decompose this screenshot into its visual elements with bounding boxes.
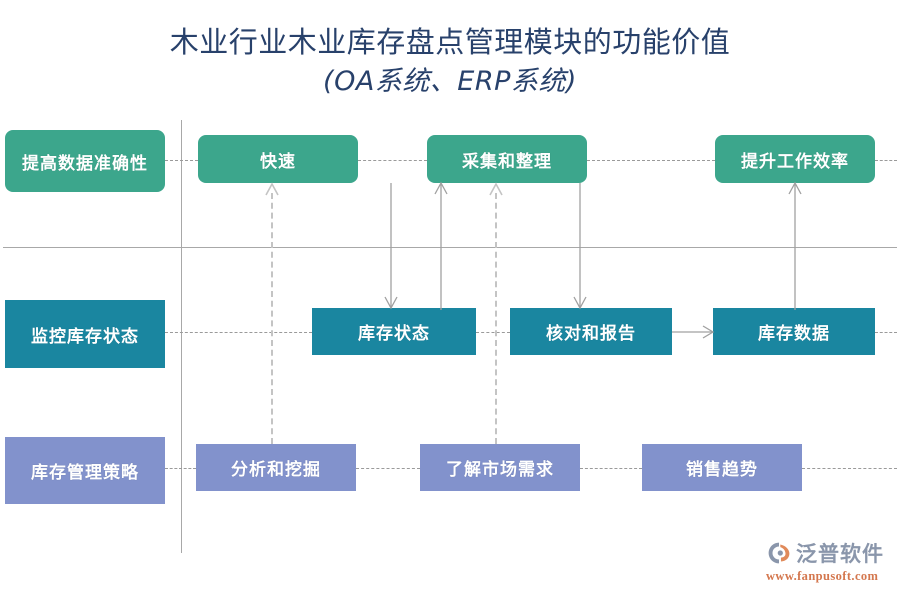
arrow-fast-to-stock-status (384, 183, 398, 310)
node-stock-data-label: 库存数据 (758, 324, 830, 344)
node-market-demand[interactable]: 了解市场需求 (420, 444, 580, 491)
connector-collect-to-efficiency (587, 160, 715, 161)
connector-stock-status-to-verify (476, 332, 510, 333)
connector-market-demand-riser (495, 193, 497, 444)
node-accuracy[interactable]: 提高数据准确性 (5, 130, 165, 192)
vertical-axis-line (181, 120, 182, 553)
connector-analysis-to-market-demand (356, 468, 420, 469)
node-stock-strategy[interactable]: 库存管理策略 (5, 437, 165, 504)
arrow-verify-to-stock-data (672, 325, 715, 339)
node-analysis[interactable]: 分析和挖掘 (196, 444, 356, 491)
arrow-collect-to-verify-report (573, 183, 587, 310)
page-title: 木业行业木业库存盘点管理模块的功能价值 (OA系统、ERP系统) (0, 22, 900, 102)
node-efficiency[interactable]: 提升工作效率 (715, 135, 875, 183)
node-stock-strategy-label: 库存管理策略 (31, 463, 139, 483)
node-analysis-label: 分析和挖掘 (231, 460, 321, 480)
node-collect[interactable]: 采集和整理 (427, 135, 587, 183)
node-accuracy-label: 提高数据准确性 (22, 153, 148, 174)
arrowhead-market-demand-to-collect (489, 182, 503, 196)
connector-stock-data-trailing (875, 332, 897, 333)
connector-monitor-to-stock-status (165, 332, 312, 333)
connector-analysis-riser (271, 193, 273, 444)
node-verify-report[interactable]: 核对和报告 (510, 308, 672, 355)
node-verify-report-label: 核对和报告 (546, 324, 636, 344)
node-stock-data[interactable]: 库存数据 (713, 308, 875, 355)
node-market-demand-label: 了解市场需求 (446, 460, 554, 480)
arrowhead-analysis-to-fast (265, 182, 279, 196)
node-collect-label: 采集和整理 (462, 151, 552, 172)
arrow-stock-data-to-efficiency (788, 181, 802, 310)
node-fast-label: 快速 (260, 151, 296, 172)
brand-name: 泛普软件 (796, 542, 884, 566)
connector-market-demand-to-sales-trend (580, 468, 642, 469)
node-monitor-status-label: 监控库存状态 (31, 326, 139, 347)
arrow-stock-status-to-collect (434, 181, 448, 310)
node-stock-status[interactable]: 库存状态 (312, 308, 476, 355)
node-efficiency-label: 提升工作效率 (741, 151, 849, 172)
brand-logo: 泛普软件 www.fanpusoft.com (766, 538, 894, 590)
connector-strategy-to-analysis (165, 468, 196, 469)
connector-sales-trend-trailing (802, 468, 897, 469)
node-monitor-status[interactable]: 监控库存状态 (5, 300, 165, 368)
page-title-line-1: 木业行业木业库存盘点管理模块的功能价值 (169, 25, 731, 59)
horizontal-divider (3, 247, 897, 248)
node-stock-status-label: 库存状态 (358, 324, 430, 344)
brand-url: www.fanpusoft.com (766, 569, 879, 583)
node-sales-trend-label: 销售趋势 (686, 460, 758, 480)
page-title-line-2: (OA系统、ERP系统) (323, 66, 577, 97)
node-sales-trend[interactable]: 销售趋势 (642, 444, 802, 491)
fanpu-logo-icon (768, 542, 790, 564)
connector-efficiency-trailing (875, 160, 897, 161)
node-fast[interactable]: 快速 (198, 135, 358, 183)
connector-fast-to-collect (358, 160, 427, 161)
connector-accuracy-to-fast (165, 160, 198, 161)
